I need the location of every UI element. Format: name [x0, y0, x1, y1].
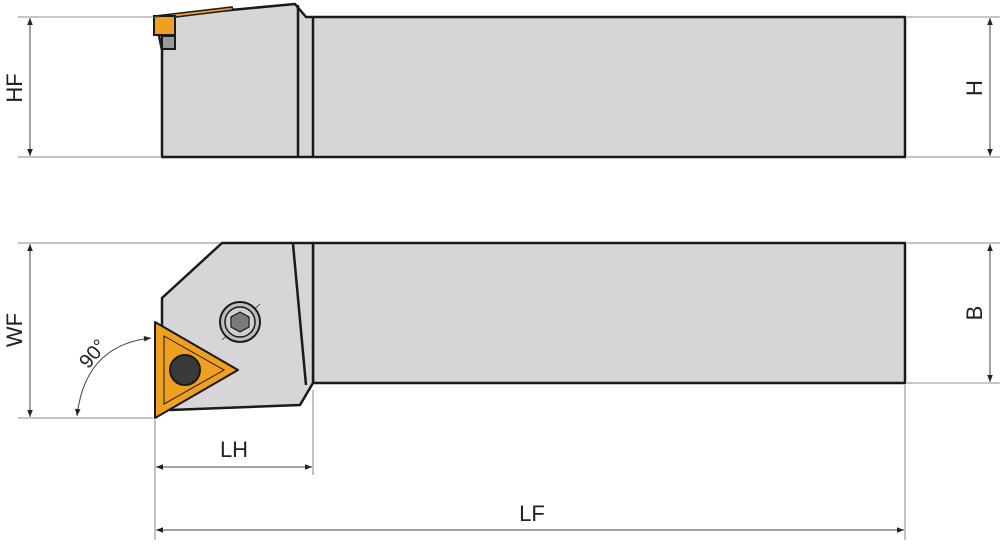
dimension-lf: LF [156, 501, 904, 533]
dimension-h: H [907, 16, 1000, 158]
label-b: B [962, 306, 987, 321]
side-view-body [153, 2, 907, 159]
insert-side-icon [153, 15, 176, 36]
shank-body [311, 241, 907, 385]
head-step-line [291, 243, 308, 386]
label-h: H [962, 80, 987, 96]
dimension-lh: LH [156, 437, 312, 470]
label-hf: HF [2, 73, 27, 102]
dimension-angle: 90° [75, 335, 152, 417]
label-angle: 90° [75, 335, 111, 372]
dimension-b: B [907, 242, 1000, 384]
clamp-screw-icon [219, 301, 261, 343]
shim-side-icon [161, 35, 176, 50]
dimension-wf: WF [2, 242, 220, 419]
top-view [154, 241, 907, 419]
side-view [153, 2, 907, 159]
label-lf: LF [519, 501, 545, 526]
label-lh: LH [220, 437, 248, 462]
label-wf: WF [2, 313, 27, 347]
dimension-hf: HF [2, 16, 160, 158]
triangular-insert-icon [154, 321, 239, 419]
